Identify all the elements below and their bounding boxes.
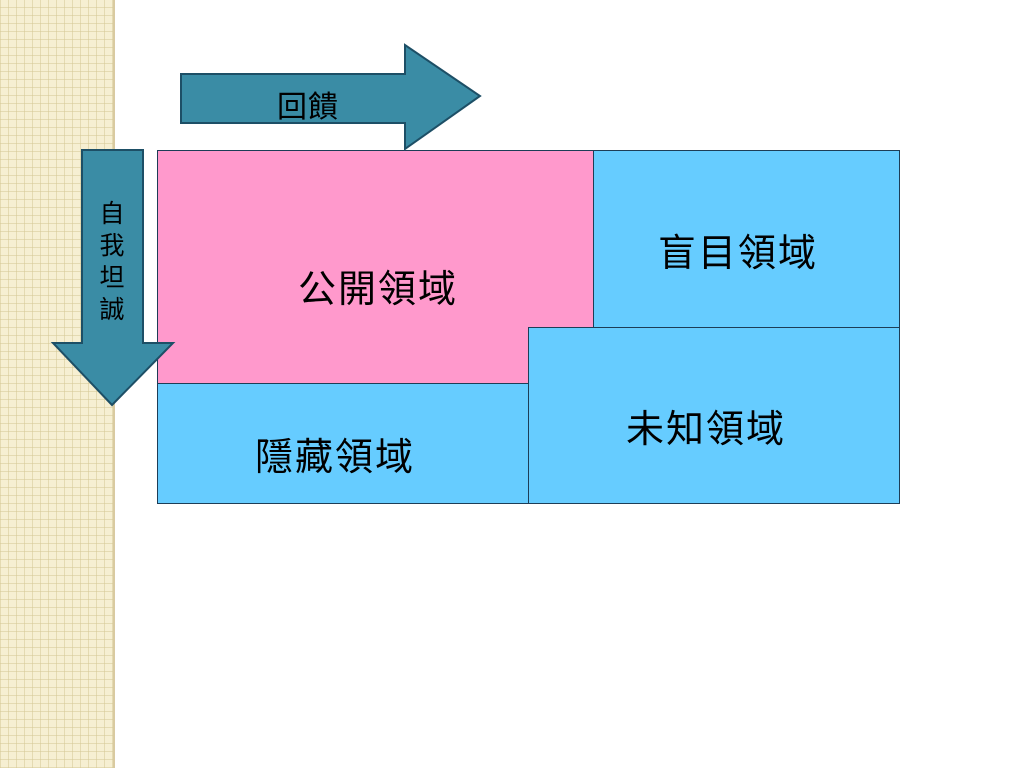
self-disclosure-arrow-icon — [50, 149, 176, 407]
self-disclosure-char: 自 — [99, 199, 125, 228]
hidden-area-label: 隱藏領域 — [255, 435, 416, 479]
self-disclosure-char: 誠 — [99, 295, 125, 324]
blind-area — [593, 150, 900, 329]
open-area — [157, 150, 594, 384]
blind-area-label: 盲目領域 — [658, 231, 819, 275]
self-disclosure-arrow-label: 自 我 坦 誠 — [94, 198, 130, 326]
open-area-label: 公開領域 — [298, 267, 459, 311]
hidden-area — [157, 383, 530, 504]
unknown-area-label: 未知領域 — [626, 407, 787, 451]
unknown-area — [528, 327, 900, 504]
feedback-arrow-icon — [180, 43, 482, 151]
self-disclosure-char: 我 — [99, 231, 125, 260]
self-disclosure-char: 坦 — [99, 263, 125, 292]
feedback-arrow-label: 回饋 — [277, 90, 339, 125]
